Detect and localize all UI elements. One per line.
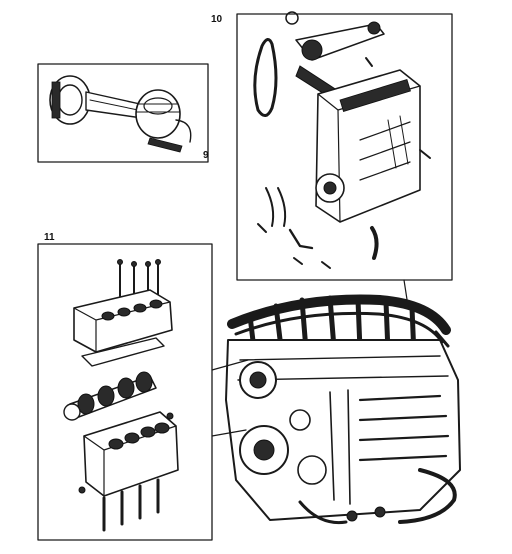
engine-block <box>83 411 179 497</box>
timing-chain <box>253 38 278 117</box>
seal-ring <box>285 11 299 25</box>
bearing-caps <box>78 412 174 532</box>
head-bolts <box>117 259 161 301</box>
panel-piston-group: 9 <box>37 63 209 163</box>
leader-lines <box>211 279 409 437</box>
coolant-hose <box>265 187 287 227</box>
coolant-hose <box>288 228 314 250</box>
camshaft <box>63 371 157 421</box>
panel-frame <box>37 243 213 541</box>
callout-9: 9 <box>203 150 209 161</box>
complete-engine-assembly <box>225 294 461 525</box>
timing-cover <box>315 69 421 223</box>
piston-rod-illustration <box>49 75 192 153</box>
panel-frame <box>37 63 209 163</box>
callout-11: 11 <box>44 232 55 243</box>
callout-10: 10 <box>211 14 223 25</box>
bolts <box>257 57 431 269</box>
panel-timing-group: 10 <box>211 11 453 281</box>
head-gasket <box>81 337 165 367</box>
intake-manifold <box>227 294 451 335</box>
panel-frame <box>236 13 453 281</box>
coolant-hose <box>370 226 379 260</box>
lower-hose <box>398 468 457 524</box>
cylinder-head <box>73 289 173 353</box>
engine-body <box>225 339 461 521</box>
panel-crank-group: 11 <box>37 232 213 541</box>
cooling-ribs <box>358 394 450 462</box>
